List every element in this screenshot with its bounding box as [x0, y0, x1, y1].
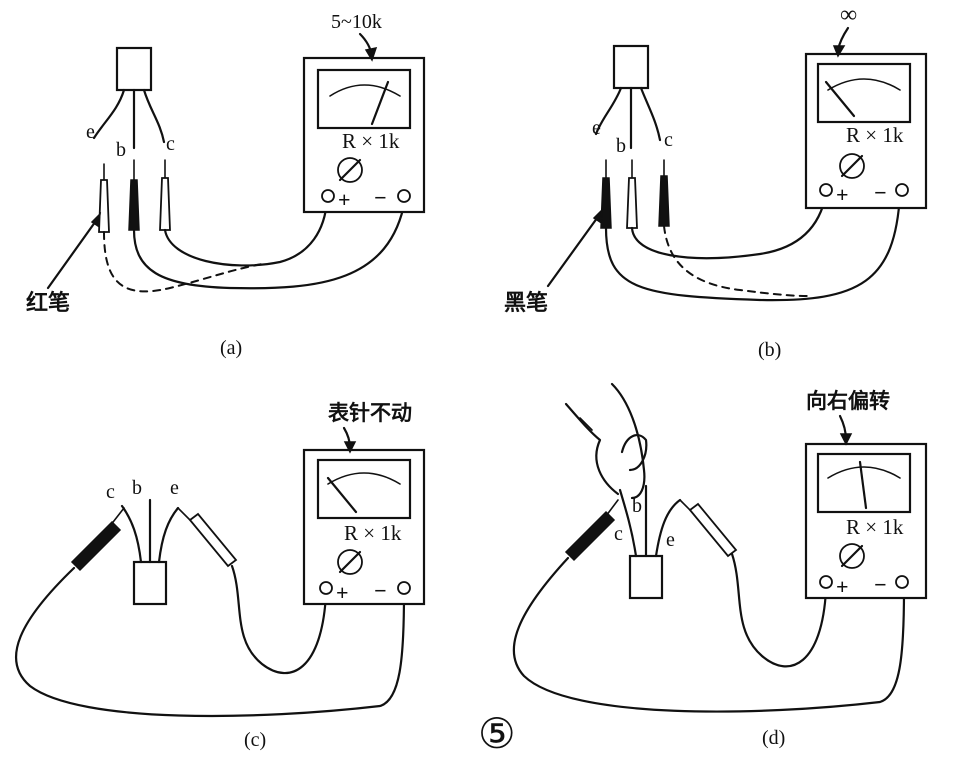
jack-plus	[819, 183, 833, 197]
probe-c	[658, 175, 670, 227]
fingernail	[620, 434, 648, 472]
finger-outline	[564, 402, 620, 496]
needle	[824, 80, 856, 118]
dial-scale	[329, 84, 401, 97]
caption-c: (c)	[244, 729, 266, 751]
transistor-body	[612, 44, 650, 90]
meter-dial	[316, 458, 412, 520]
jack-minus	[397, 189, 411, 203]
dashed-wire	[663, 225, 811, 297]
meter-dial	[316, 68, 412, 130]
wire-minus	[604, 192, 902, 302]
lead-c	[120, 504, 143, 564]
caption-a: (a)	[220, 337, 242, 359]
dial-scale	[827, 78, 901, 91]
red-probe	[98, 179, 110, 233]
minus-sign: −	[374, 578, 387, 603]
plus-sign: +	[336, 580, 349, 605]
wire-plus	[230, 564, 328, 674]
minus-sign: −	[874, 180, 887, 205]
lead-label-b: b	[132, 477, 142, 499]
probe-note: 黑笔	[504, 290, 548, 316]
needle	[370, 80, 390, 126]
meter-dial	[816, 452, 912, 514]
lead-c	[639, 86, 662, 142]
lead-label-e: e	[86, 121, 95, 143]
jack-plus	[319, 581, 333, 595]
lead-label-c: c	[664, 129, 673, 151]
plus-sign: +	[836, 182, 849, 207]
reading-label: ∞	[840, 2, 857, 28]
needle	[858, 460, 868, 510]
lead-label-b: b	[116, 139, 126, 161]
lead-label-e: e	[170, 477, 179, 499]
transistor-body	[628, 554, 664, 600]
lead-e	[654, 498, 682, 558]
minus-sign: −	[374, 185, 387, 210]
pointer-arrow	[546, 212, 602, 288]
panel-c: c b e R × 1k + − 表针不动 (c)	[14, 401, 426, 751]
red-probe	[626, 177, 638, 229]
jack-minus	[397, 581, 411, 595]
wire-minus	[132, 198, 407, 290]
dial-scale	[327, 472, 401, 485]
range-label: R × 1k	[342, 129, 400, 153]
meter-dial	[816, 62, 912, 124]
figure-number: ⑤	[478, 712, 516, 758]
lead-c	[618, 488, 638, 558]
red-probe	[188, 512, 238, 568]
panel-a: e b c R × 1k + − 5~10k 红笔	[26, 11, 426, 359]
probe-note: 红笔	[26, 290, 70, 316]
reading-label: 5~10k	[331, 11, 382, 33]
lead-label-e: e	[592, 117, 601, 139]
dial-scale	[827, 466, 901, 479]
transistor-body	[115, 46, 153, 92]
black-probe	[564, 510, 616, 562]
black-probe	[600, 177, 612, 229]
caption-d: (d)	[762, 727, 785, 749]
lead-e	[92, 88, 126, 140]
black-probe	[70, 520, 122, 572]
lead-label-b: b	[616, 135, 626, 157]
lead-label-b: b	[632, 495, 642, 517]
pointer-arrow	[46, 216, 100, 290]
wire-plus	[630, 192, 828, 260]
lead-label-e: e	[666, 529, 675, 551]
range-label: R × 1k	[846, 515, 904, 539]
panel-d: c b e R × 1k + − 向右偏转 (d)	[512, 382, 928, 749]
plus-sign: +	[338, 187, 351, 212]
jack-minus	[895, 575, 909, 589]
plus-sign: +	[836, 574, 849, 599]
reading-label: 向右偏转	[806, 389, 890, 413]
lead-label-c: c	[166, 133, 175, 155]
range-label: R × 1k	[344, 521, 402, 545]
jack-minus	[895, 183, 909, 197]
lead-label-c: c	[614, 523, 623, 545]
lead-e	[157, 506, 180, 564]
jack-plus	[321, 189, 335, 203]
lead-e	[594, 86, 623, 136]
wire-minus	[14, 566, 406, 718]
reading-label: 表针不动	[328, 401, 412, 425]
red-probe	[688, 502, 738, 558]
lead-c	[142, 88, 166, 144]
caption-b: (b)	[758, 339, 781, 361]
needle	[326, 476, 358, 514]
panel-b: e b c R × 1k + − ∞ 黑笔 (b)	[504, 2, 928, 361]
wire-plus	[730, 552, 828, 668]
wire-plus	[163, 198, 329, 267]
jack-plus	[819, 575, 833, 589]
black-probe	[128, 179, 140, 231]
minus-sign: −	[874, 572, 887, 597]
lead-label-c: c	[106, 481, 115, 503]
wire-minus	[512, 556, 906, 713]
dashed-wire	[103, 231, 263, 293]
probe-c	[159, 177, 171, 231]
finger-back	[610, 382, 646, 500]
transistor-body	[132, 560, 168, 606]
range-label: R × 1k	[846, 123, 904, 147]
